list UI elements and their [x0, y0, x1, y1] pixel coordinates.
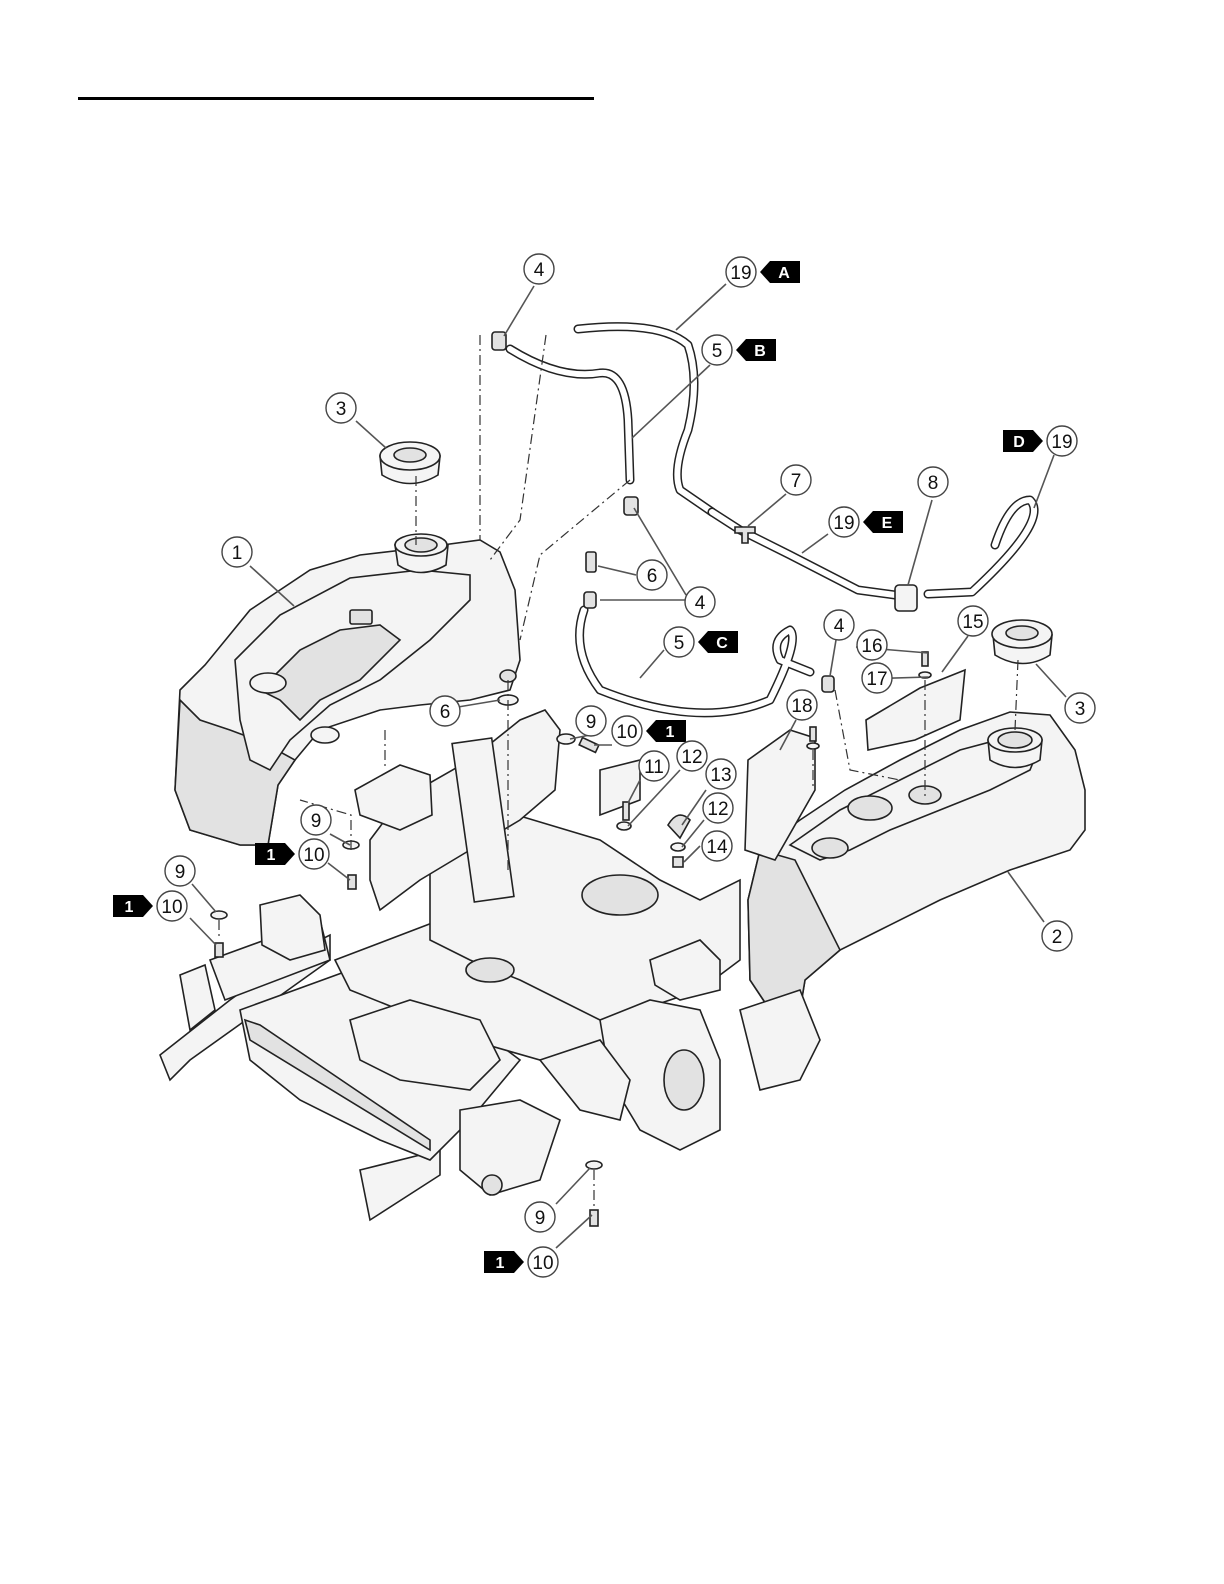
fuel-cap-right: [992, 620, 1052, 664]
callout-c9d: 9: [525, 1202, 555, 1232]
callout-c10b: 10 1: [255, 839, 329, 869]
callout-number: 3: [336, 399, 347, 420]
callout-number: 6: [647, 566, 658, 587]
callout-number: 9: [535, 1208, 546, 1229]
callout-c4c: 4: [824, 610, 854, 640]
callout-c4a: 4: [524, 254, 554, 284]
callout-c2: 2: [1042, 921, 1072, 951]
fuel-cap-left: [380, 442, 440, 484]
callout-number: 8: [928, 473, 939, 494]
callout-c17: 17: [862, 663, 892, 693]
callout-c19d: 19 D: [1003, 426, 1077, 456]
callout-number: 6: [440, 702, 451, 723]
callout-tag-label: D: [1013, 434, 1025, 451]
callout-number: 13: [710, 765, 731, 786]
callout-number: 12: [707, 799, 728, 820]
callout-tag-label: B: [754, 343, 766, 360]
callout-number: 10: [303, 845, 324, 866]
callout-tag-label: A: [778, 265, 790, 282]
callout-number: 19: [833, 513, 854, 534]
callout-number: 4: [534, 260, 545, 281]
callout-number: 5: [674, 633, 685, 654]
callout-number: 9: [586, 712, 597, 733]
callout-number: 5: [712, 341, 723, 362]
callout-c6a: 6: [637, 560, 667, 590]
callout-number: 18: [791, 696, 812, 717]
callout-number: 4: [695, 593, 706, 614]
callout-c10d: 10 1: [484, 1247, 558, 1277]
callout-number: 1: [232, 543, 243, 564]
callout-number: 19: [730, 263, 751, 284]
callout-c10a: 10 1: [612, 716, 686, 746]
callout-tag-label: 1: [267, 847, 276, 864]
callout-number: 2: [1052, 927, 1063, 948]
callout-number: 11: [644, 757, 664, 778]
callout-c16: 16: [857, 630, 887, 660]
callout-number: 14: [706, 837, 728, 858]
callout-number: 10: [616, 722, 637, 743]
callout-number: 9: [175, 862, 186, 883]
callout-number: 3: [1075, 699, 1086, 720]
callout-number: 12: [681, 747, 702, 768]
callout-number: 15: [962, 612, 983, 633]
callout-tag-label: 1: [125, 899, 134, 916]
callout-c13: 13: [706, 759, 736, 789]
callout-number: 10: [161, 897, 182, 918]
callout-number: 9: [311, 811, 322, 832]
callout-c5c: 5C: [664, 627, 738, 657]
callout-c6b: 6: [430, 696, 460, 726]
callout-c14: 14: [702, 831, 732, 861]
callout-number: 19: [1051, 432, 1072, 453]
callout-c4b: 4: [685, 587, 715, 617]
callout-tag-label: 1: [496, 1255, 505, 1272]
callout-number: 7: [791, 471, 802, 492]
callout-c15: 15: [958, 606, 988, 636]
callout-c7: 7: [781, 465, 811, 495]
callout-c8: 8: [918, 467, 948, 497]
callout-c9b: 9: [301, 805, 331, 835]
callout-c10c: 10 1: [113, 891, 187, 921]
callout-number: 16: [861, 636, 882, 657]
callout-c12b: 12: [703, 793, 733, 823]
callout-c19a: 19 A: [726, 257, 800, 287]
callout-tag-label: 1: [666, 724, 675, 741]
callout-c12a: 12: [677, 741, 707, 771]
callout-tag-label: E: [882, 515, 893, 532]
callout-c9a: 9: [576, 706, 606, 736]
fuel-hoses: [510, 327, 1034, 713]
callout-c11: 11: [639, 751, 669, 781]
callout-number: 10: [532, 1253, 553, 1274]
callout-tag-label: C: [716, 635, 728, 652]
callout-c9c: 9: [165, 856, 195, 886]
callout-number: 17: [866, 669, 887, 690]
callout-number: 4: [834, 616, 845, 637]
callout-c1: 1: [222, 537, 252, 567]
callout-c3b: 3: [1065, 693, 1095, 723]
callout-c19e: 19 E: [829, 507, 903, 537]
callout-c3a: 3: [326, 393, 356, 423]
callout-c18: 18: [787, 690, 817, 720]
